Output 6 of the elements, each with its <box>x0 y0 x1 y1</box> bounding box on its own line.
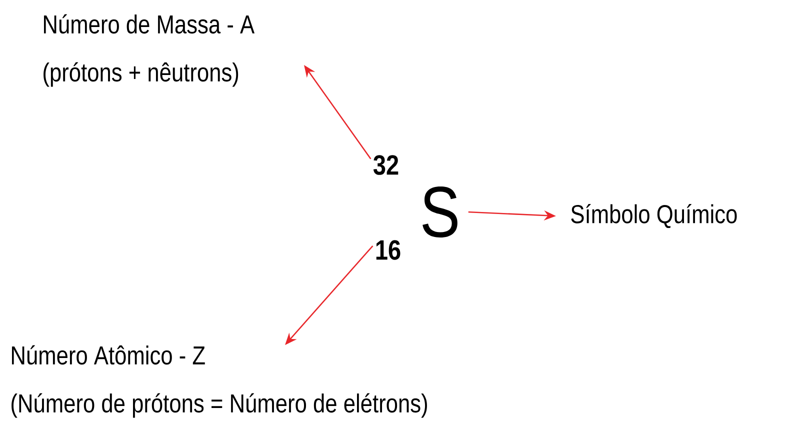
mass-number-label: Número de Massa - A (prótons + nêutrons) <box>44 14 255 87</box>
atomic-number-label: Número Atômico - Z (Número de prótons = Número de elétrons) <box>12 345 427 418</box>
atomic-number: 16 <box>376 240 400 260</box>
symbol-label: Símbolo Químico <box>571 204 737 228</box>
mass-number: 32 <box>373 155 398 175</box>
element-symbol: S <box>422 186 458 238</box>
